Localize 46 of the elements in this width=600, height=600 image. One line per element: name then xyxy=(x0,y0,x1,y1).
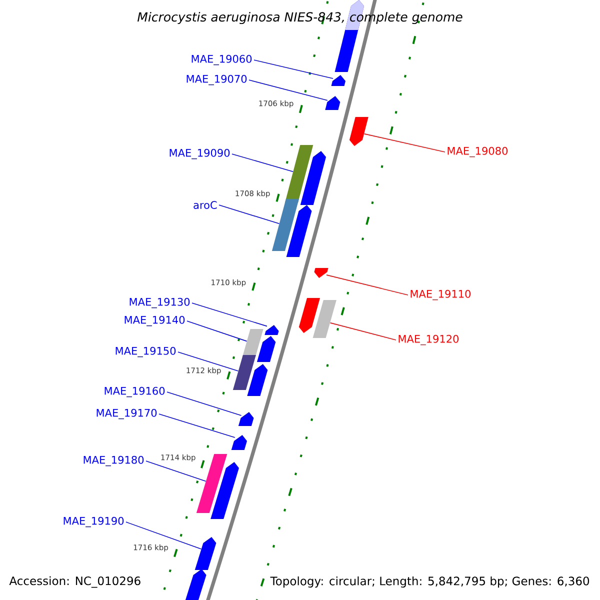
leader-line xyxy=(218,204,280,224)
gene-label: MAE_19190 xyxy=(64,516,124,528)
leader-line xyxy=(166,392,242,416)
leader-line xyxy=(254,60,334,79)
gene-label: MAE_19090 xyxy=(170,148,230,160)
gene-block xyxy=(331,75,346,86)
leader-line xyxy=(186,320,248,342)
gene-block xyxy=(325,96,340,110)
leader-line xyxy=(232,154,294,172)
leader-line xyxy=(326,274,408,296)
gene-label: aroC xyxy=(194,201,217,209)
info-text: Topology: circular; Length: 5,842,795 bp; Genes: 6,360 xyxy=(270,576,590,588)
gene-block xyxy=(184,569,206,600)
gene-label: MAE_19150 xyxy=(116,346,176,358)
leader-line xyxy=(126,522,202,550)
leader-line xyxy=(146,460,206,482)
gene-block xyxy=(314,268,328,278)
gene-drawing xyxy=(232,355,268,396)
gene-label: MAE_19070 xyxy=(186,74,247,86)
leader-line xyxy=(192,302,268,327)
gene-label: MAE_19120 xyxy=(398,334,459,346)
leader-line xyxy=(330,322,396,340)
info-text: Accession: NC_010296 xyxy=(9,576,140,588)
gene-label: MAE_19170 xyxy=(96,408,157,420)
gene-drawing xyxy=(196,454,239,519)
gene-block xyxy=(264,325,279,335)
gene-label: MAE_19110 xyxy=(410,290,471,300)
gene-block xyxy=(231,435,247,450)
gene-drawing xyxy=(298,298,336,338)
title: Microcystis aeruginosa NIES-843, complete genome xyxy=(137,12,462,24)
gene-label: MAE_19130 xyxy=(130,298,190,308)
leader-line xyxy=(364,133,446,152)
gene-label: MAE_19060 xyxy=(192,54,252,66)
leader-line xyxy=(248,80,328,101)
leader-line xyxy=(178,352,239,372)
gene-label: MAE_19140 xyxy=(124,316,185,326)
gene-label: MAE_19080 xyxy=(448,146,508,158)
gene-drawing xyxy=(284,145,326,205)
gene-drawing xyxy=(242,329,276,362)
gene-block xyxy=(349,117,368,146)
gene-drawing xyxy=(272,199,312,257)
gene-block xyxy=(194,537,216,570)
leader-line xyxy=(158,414,236,438)
gene-block xyxy=(238,412,254,426)
gene-label: MAE_19180 xyxy=(84,456,144,466)
gene-label: MAE_19160 xyxy=(104,386,165,398)
